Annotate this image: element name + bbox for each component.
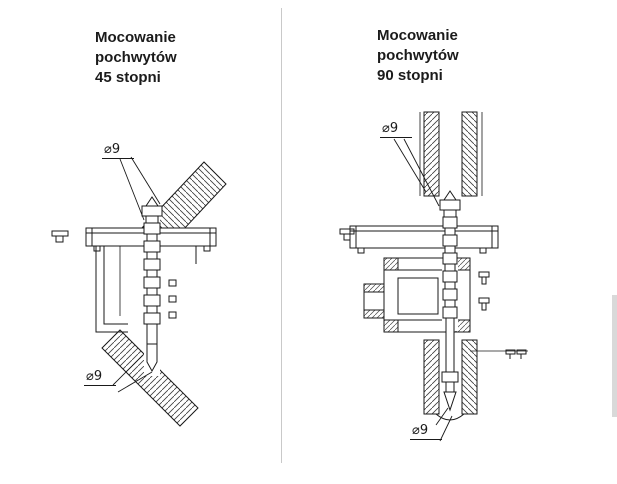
- handrail-90-lower-section: [423, 339, 478, 421]
- frame-outline-left: [95, 246, 197, 333]
- dimension-label-45-bottom: ⌀9: [84, 369, 116, 386]
- dimension-leaders-right: [393, 138, 453, 442]
- fastening-screw-right: [439, 190, 461, 412]
- mullion-cap-profile-left: [51, 227, 217, 252]
- title-90-deg: Mocowanie pochwytów 90 stopni: [377, 27, 459, 84]
- dimension-leaders-left: [112, 156, 161, 393]
- title-45-deg: Mocowanie pochwytów 45 stopni: [95, 29, 177, 86]
- thread-tabs-left: [168, 279, 177, 319]
- handrail-90-upper-section: [419, 111, 483, 197]
- scrollbar-thumb[interactable]: [612, 295, 617, 417]
- fastening-screw-left: [141, 196, 163, 373]
- dimension-label-90-bottom: ⌀9: [410, 423, 442, 440]
- side-fittings-right: [470, 271, 528, 359]
- diagram-90-deg: [339, 111, 528, 442]
- mullion-cap-profile-right: [339, 225, 499, 254]
- dimension-label-45-top: ⌀9: [102, 142, 134, 159]
- panel-divider: [281, 8, 282, 463]
- diagram-45-deg: [51, 156, 227, 427]
- dimension-label-90-top: ⌀9: [380, 121, 412, 138]
